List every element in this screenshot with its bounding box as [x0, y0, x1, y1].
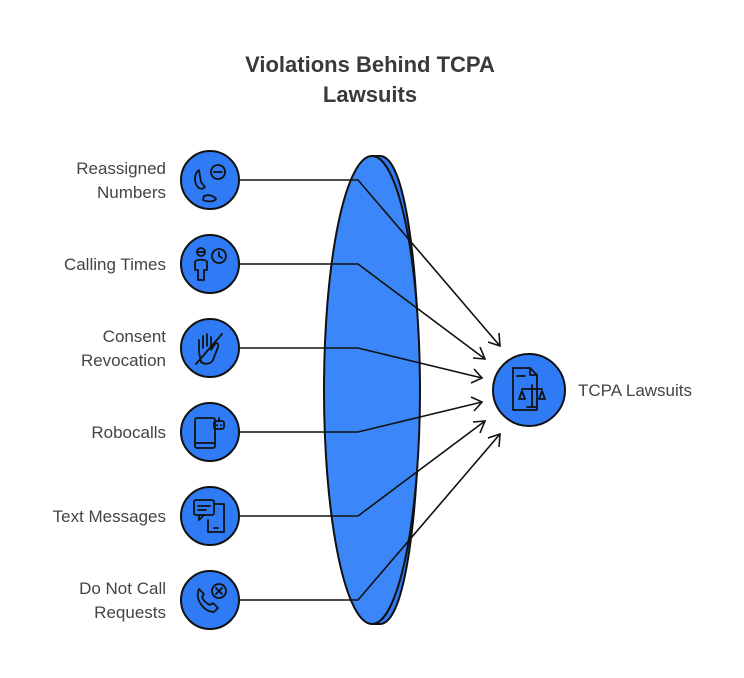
connector-robocalls: [240, 396, 484, 433]
source-label: Text Messages: [53, 507, 166, 526]
connector-calling-times: [240, 263, 487, 360]
source-label-line-1: Reassigned: [76, 159, 166, 178]
chat-message-icon: [193, 499, 225, 533]
connector-reassigned-numbers: [240, 179, 501, 348]
connector-consent-revocation: [240, 347, 484, 384]
connector-do-not-call-requests: [240, 432, 501, 601]
person-clock-icon: [194, 247, 227, 281]
source-text-messages: Text Messages: [53, 486, 240, 546]
source-calling-times: Calling Times: [64, 234, 240, 294]
source-label-line-2: Numbers: [97, 183, 166, 202]
source-label-line-1: Do Not Call: [79, 579, 166, 598]
tablet-robot-icon: [194, 417, 225, 449]
converging-lens: [323, 155, 421, 625]
target-label: TCPA Lawsuits: [578, 381, 692, 400]
diagram-title-line-1: Violations Behind TCPA: [245, 52, 495, 77]
source-label: Robocalls: [91, 423, 166, 442]
source-consent-revocation: Consent Revocation: [81, 318, 240, 378]
diagram-title-line-2: Lawsuits: [323, 82, 417, 107]
source-do-not-call-requests: Do Not Call Requests: [79, 570, 240, 630]
source-label-line-1: Consent: [103, 327, 167, 346]
connector-text-messages: [240, 420, 487, 517]
document-scales-icon: [512, 367, 546, 411]
source-label-line-2: Requests: [94, 603, 166, 622]
hand-slash-icon: [195, 333, 223, 365]
source-label: Calling Times: [64, 255, 166, 274]
target-tcpa-lawsuits: TCPA Lawsuits: [492, 353, 692, 427]
phone-x-icon: [196, 583, 227, 613]
source-robocalls: Robocalls: [91, 402, 240, 462]
phone-minus-icon: [194, 164, 226, 203]
source-reassigned-numbers: Reassigned Numbers: [76, 150, 240, 210]
source-label-line-2: Revocation: [81, 351, 166, 370]
connectors: [240, 179, 501, 601]
